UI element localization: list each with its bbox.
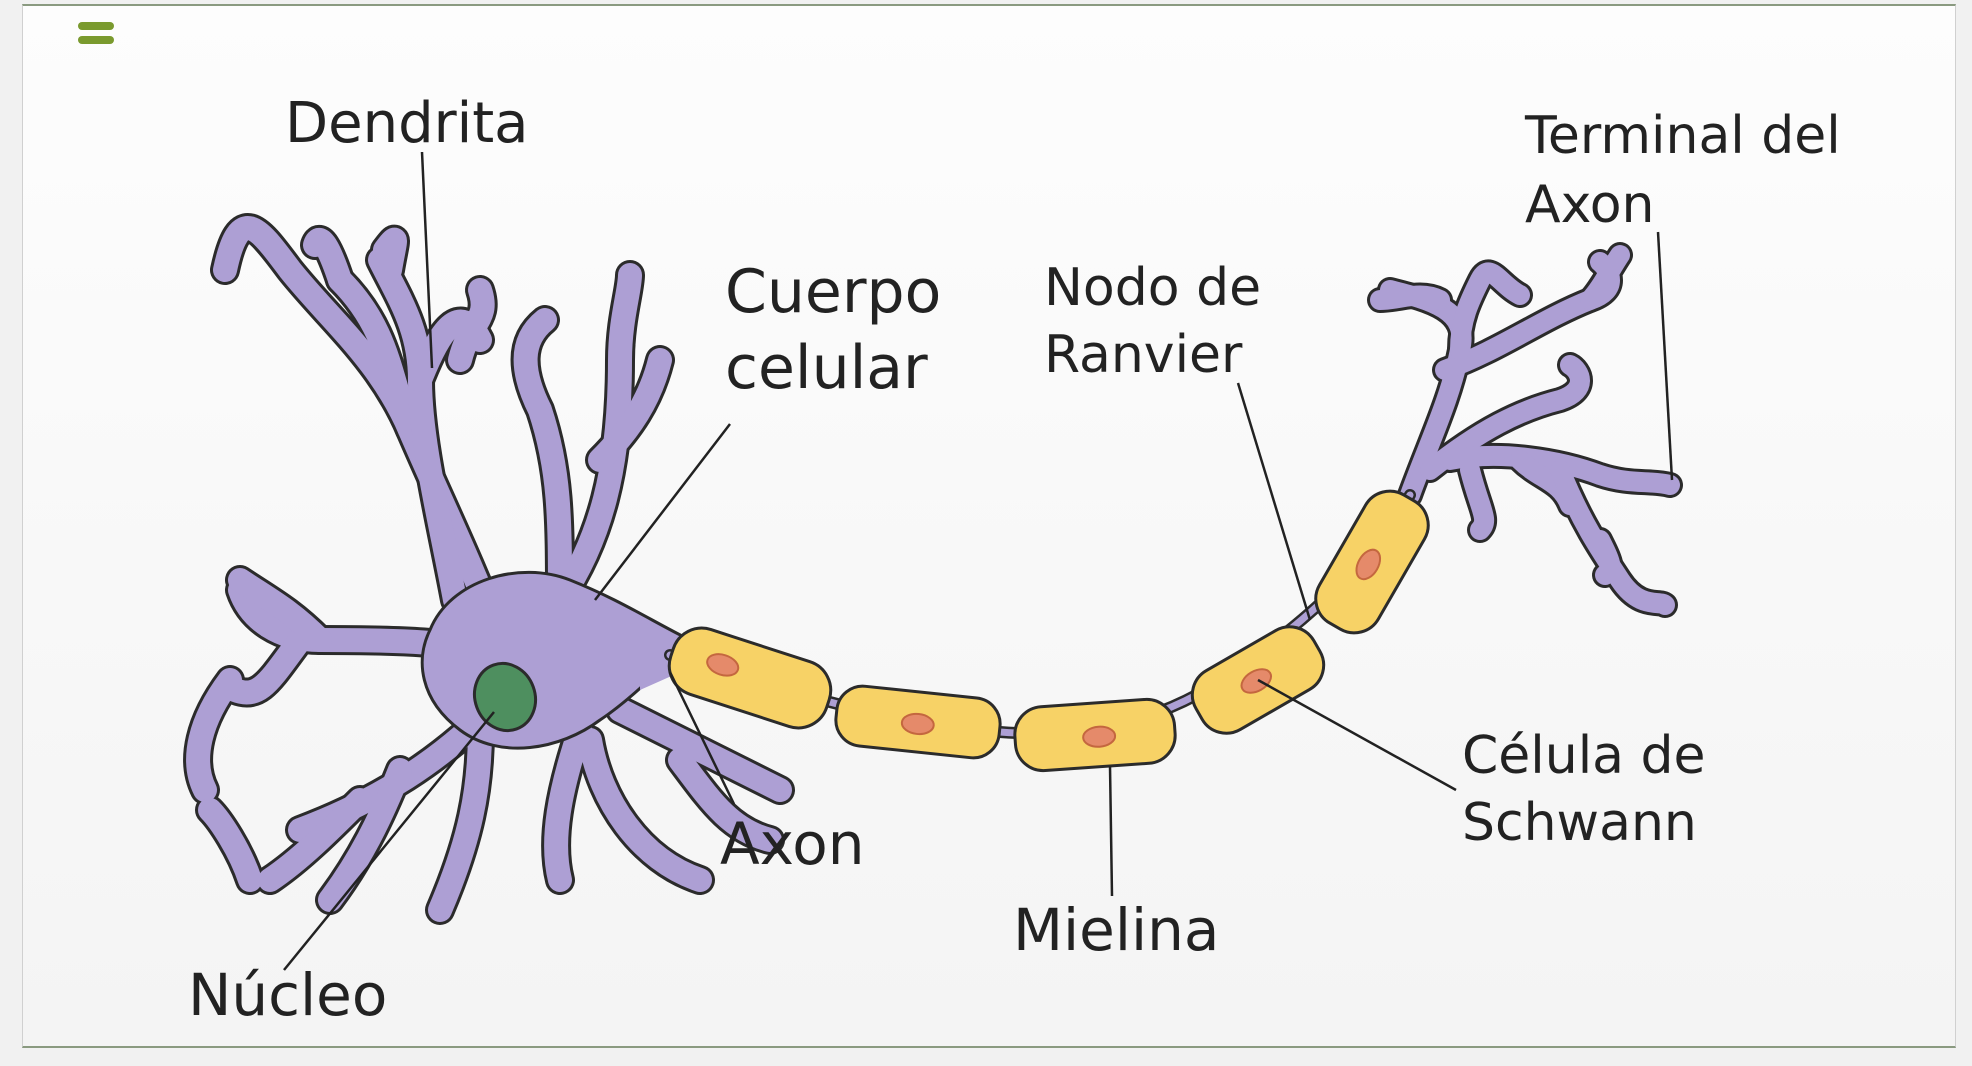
leader-cuerpo xyxy=(594,423,731,601)
label-terminal-line1: Terminal del xyxy=(1524,106,1841,166)
menu-bar-top xyxy=(78,22,114,30)
label-nodo-line1: Nodo de xyxy=(1044,258,1261,318)
menu-bar-bottom xyxy=(78,36,114,44)
leader-celula xyxy=(1257,678,1457,792)
label-dendrita: Dendrita xyxy=(285,91,528,156)
leader-lines xyxy=(283,151,1674,971)
dendrites-fill xyxy=(186,216,792,922)
label-axon: Axon xyxy=(720,810,864,878)
label-cuerpo-line2: celular xyxy=(725,333,928,403)
label-celula-line2: Schwann xyxy=(1462,793,1697,853)
leader-dendrita xyxy=(420,151,434,369)
leader-terminal xyxy=(1656,231,1674,481)
schwann-cell-3 xyxy=(1013,697,1177,773)
myelin-sheath xyxy=(667,489,1430,773)
axon-hillock xyxy=(640,620,676,690)
nucleus xyxy=(473,661,537,733)
leader-nodo xyxy=(1236,382,1312,621)
label-cuerpo-line1: Cuerpo xyxy=(725,257,941,327)
leader-nucleo xyxy=(283,711,495,971)
hamburger-menu-icon[interactable] xyxy=(78,22,114,48)
schwann-cell-2 xyxy=(834,684,1002,760)
axon-terminal xyxy=(1367,242,1683,618)
label-mielina: Mielina xyxy=(1013,896,1219,964)
leader-axon xyxy=(668,671,736,805)
label-celula-line1: Célula de xyxy=(1462,726,1706,786)
label-terminal-line2: Axon xyxy=(1525,175,1655,235)
label-nodo-line2: Ranvier xyxy=(1044,325,1243,385)
leader-mielina xyxy=(1108,765,1114,897)
labels: Dendrita Terminal del Axon Cuerpo celula… xyxy=(188,91,1841,1029)
dendrites xyxy=(183,213,795,925)
schwann-cell-1 xyxy=(667,626,833,730)
schwann-cell-5 xyxy=(1314,489,1430,635)
label-nucleo: Núcleo xyxy=(188,961,387,1029)
neuron-cell xyxy=(183,213,795,925)
